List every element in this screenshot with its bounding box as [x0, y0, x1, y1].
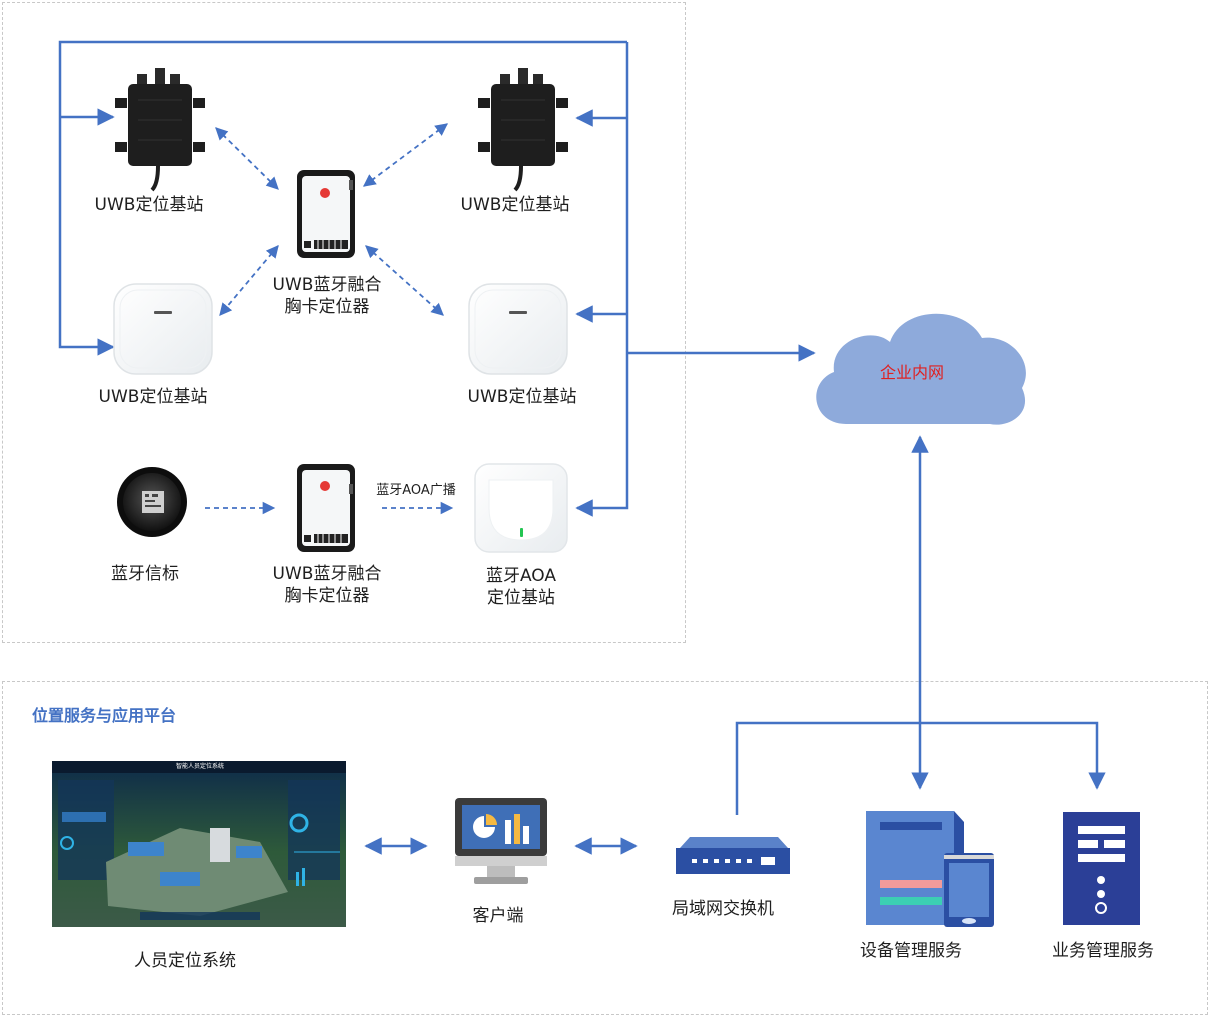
badge-locator-1-label-line2: 胸卡定位器 — [284, 297, 370, 317]
device-management-label: 设备管理服务 — [860, 941, 962, 961]
uwb-outdoor-station-2 — [478, 68, 568, 192]
uwb-indoor-station-2 — [468, 283, 568, 375]
platform-title: 位置服务与应用平台 — [32, 706, 177, 725]
bluetooth-beacon-label: 蓝牙信标 — [111, 564, 179, 584]
intranet-cloud — [816, 313, 1026, 425]
badge-locator-1-label: UWB蓝牙融合 胸卡定位器 — [268, 274, 386, 318]
uwb-indoor-station-2-label: UWB定位基站 — [467, 387, 577, 407]
radio-links — [205, 123, 454, 515]
badge-locator-1 — [297, 170, 355, 258]
uwb-indoor-station-1-label: UWB定位基站 — [98, 387, 208, 407]
cloud-platform-links — [364, 435, 1106, 855]
lan-switch-label: 局域网交换机 — [672, 899, 774, 919]
client-monitor — [455, 798, 547, 884]
aoa-station-label: 蓝牙AOA 定位基站 — [474, 565, 568, 609]
aoa-station-label-line2: 定位基站 — [487, 588, 555, 608]
positioning-system-screen-title: 智能人员定位系统 — [175, 763, 224, 770]
badge-locator-2 — [297, 464, 355, 552]
positioning-system-screen — [52, 761, 346, 927]
device-zone — [2, 2, 686, 643]
business-management-server — [1063, 812, 1140, 925]
badge-locator-2-label-line2: 胸卡定位器 — [284, 586, 370, 606]
uwb-outdoor-station-2-label: UWB定位基站 — [460, 195, 570, 215]
device-management-server — [866, 811, 994, 927]
badge-locator-2-label: UWB蓝牙融合 胸卡定位器 — [268, 563, 386, 607]
uwb-outdoor-station-1 — [115, 68, 205, 192]
left-bus — [58, 40, 627, 356]
positioning-system-label: 人员定位系统 — [134, 951, 236, 971]
client-label: 客户端 — [472, 906, 524, 926]
aoa-broadcast-label: 蓝牙AOA广播 — [376, 483, 456, 498]
badge-locator-1-label-line1: UWB蓝牙融合 — [272, 275, 382, 295]
bluetooth-beacon — [117, 467, 187, 537]
intranet-cloud-label: 企业内网 — [880, 363, 945, 382]
badge-locator-2-label-line1: UWB蓝牙融合 — [272, 564, 382, 584]
lan-switch — [676, 837, 790, 874]
right-bus — [575, 42, 816, 517]
business-management-label: 业务管理服务 — [1052, 941, 1154, 961]
aoa-station — [474, 463, 568, 553]
aoa-station-label-line1: 蓝牙AOA — [485, 566, 557, 586]
platform-zone — [2, 681, 1208, 1015]
uwb-indoor-station-1 — [113, 283, 213, 375]
uwb-outdoor-station-1-label: UWB定位基站 — [94, 195, 204, 215]
